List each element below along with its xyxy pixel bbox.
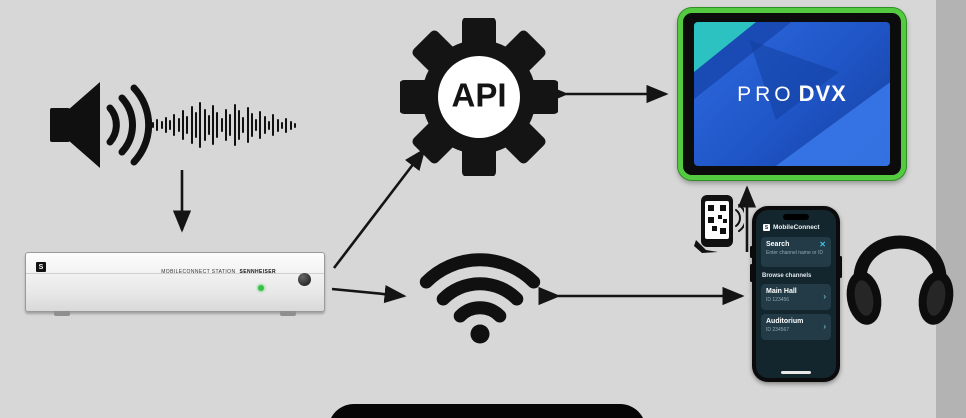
search-placeholder[interactable]: Enter channel name or ID [766,250,823,256]
home-indicator [781,371,811,374]
waveform-bar [190,106,193,144]
app-title: MobileConnect [773,224,820,231]
waveform-bar [263,116,266,134]
prodvx-logo-dvx: DVX [798,81,847,106]
waveform-bar [220,118,223,132]
waveform-bar [216,112,219,138]
waveform-bar [250,113,253,137]
close-icon[interactable]: ✕ [819,240,826,249]
waveform-bar [164,117,167,133]
waveform-bar [177,118,180,132]
waveform-bar [276,118,279,132]
channel-id: ID 234567 [766,327,790,333]
waveform-bar [242,117,245,133]
station-brand-text: SENNHEISER [239,269,276,275]
api-gear-icon: API [400,18,558,176]
waveform-bar [173,114,176,136]
waveform-bar [169,120,172,130]
waveform-bar [186,116,189,134]
waveform-bar [237,110,240,140]
mobileconnect-app-phone: S MobileConnect Search Enter channel nam… [750,206,842,382]
station-groove [26,273,324,274]
audio-waveform [152,98,312,152]
waveform-bar [280,121,283,129]
waveform-bar [229,114,232,136]
waveform-bar [259,111,262,139]
phone-power-button [839,256,842,278]
waveform-bar [225,109,228,141]
waveform-bar [233,104,236,146]
bottom-device-edge [328,404,646,418]
waveform-bar [272,114,275,136]
waveform-bar [182,110,185,140]
speaker-icon [50,82,153,168]
waveform-bar [199,102,202,148]
channel-id: ID 123456 [766,297,790,303]
api-label: API [451,77,506,114]
waveform-bar [246,107,249,143]
sennheiser-logo: S [36,262,46,272]
channel-item[interactable]: Main Hall ID 123456 › [761,284,831,310]
waveform-bar [194,112,197,138]
wifi-icon [419,253,541,344]
waveform-bar [156,119,159,131]
station-foot-right [280,311,296,316]
phone-volume-button [750,246,753,258]
station-knob [298,273,311,286]
waveform-bar [152,122,154,128]
phone-volume-button [750,264,753,282]
waveform-bar [268,120,271,130]
prodvx-logo-pro: PRO [737,83,795,106]
waveform-bar [207,115,210,135]
channel-item[interactable]: Auditorium ID 234567 › [761,314,831,340]
search-title: Search [766,241,790,248]
waveform-bar [289,120,292,130]
app-screen: S MobileConnect Search Enter channel nam… [756,210,836,378]
sennheiser-app-logo: S [763,224,770,231]
waveform-bar [212,105,215,145]
waveform-bar [203,109,206,141]
app-header: S MobileConnect [763,224,820,231]
waveform-bar [285,117,288,133]
station-power-led [258,285,264,291]
waveform-bar [160,121,163,129]
screen-shape [749,40,839,120]
browse-channels-label: Browse channels [762,273,812,279]
waveform-bar [293,122,296,128]
phone-notch [783,214,809,220]
chevron-right-icon: › [823,322,826,331]
qr-scan-phone-icon [694,195,744,253]
headphones-icon [846,235,954,325]
right-background-strip [936,0,966,418]
channel-name: Auditorium [766,318,804,325]
search-card[interactable]: Search Enter channel name or ID ✕ [761,237,831,267]
arrow-station-to-wifi [331,285,407,304]
station-foot-left [54,311,70,316]
channel-name: Main Hall [766,288,797,295]
station-label-text: MOBILECONNECT STATION [161,269,236,275]
chevron-right-icon: › [823,292,826,301]
waveform-bar [255,119,258,131]
